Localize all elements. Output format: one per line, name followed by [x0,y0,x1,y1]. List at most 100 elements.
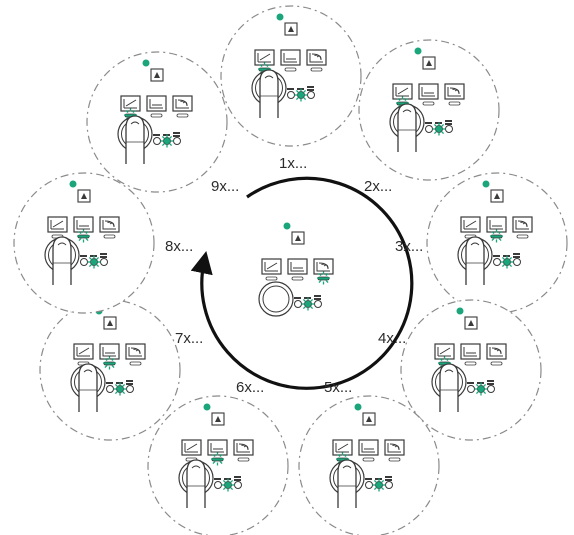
active-glow-icon [474,382,488,396]
wave-mode-icon[interactable] [125,343,146,360]
step-label-1: 1x... [279,155,307,172]
active-glow-icon [160,134,174,148]
status-led-icon [203,403,211,411]
up-arrow-button-icon[interactable] [211,412,225,426]
finger-press-icon [70,363,106,412]
step-label-7: 7x... [175,330,203,347]
step-control-panel [358,39,500,181]
step-label-6: 6x... [236,379,264,396]
constant-mode-icon[interactable] [358,439,379,456]
mode-indicator-bar [265,276,278,281]
slope-mode-icon[interactable] [47,216,68,233]
mode-indicator-bar [129,361,142,366]
status-led-icon [69,180,77,188]
step-control-panel [426,172,568,314]
wave-mode-icon[interactable] [99,216,120,233]
step-label-8: 8x... [165,238,193,255]
active-glow-icon [103,356,116,370]
step-control-panel [298,395,440,535]
active-glow-icon [221,478,235,492]
mode-indicator-bar [516,234,529,239]
up-arrow-button-icon[interactable] [362,412,376,426]
constant-mode-icon[interactable] [146,95,167,112]
dial-button-icon[interactable] [258,281,294,317]
mode-indicator-bar [284,67,297,72]
step-label-2: 2x... [364,178,392,195]
finger-press-icon [117,115,153,164]
active-glow-icon [317,271,330,285]
active-glow-icon [211,452,224,466]
up-arrow-button-icon[interactable] [464,316,478,330]
active-glow-icon [87,255,101,269]
slope-mode-icon[interactable] [73,343,94,360]
wave-mode-icon[interactable] [444,83,465,100]
finger-press-icon [389,103,425,152]
up-arrow-button-icon[interactable] [77,189,91,203]
step-label-4: 4x... [378,330,406,347]
constant-mode-icon[interactable] [418,83,439,100]
mode-indicator-bar [291,276,304,281]
finger-press-icon [457,236,493,285]
mode-indicator-bar [490,361,503,366]
mode-indicator-bar [150,113,163,118]
finger-press-icon [178,459,214,508]
status-led-icon [354,403,362,411]
wave-mode-icon[interactable] [486,343,507,360]
step-label-9: 9x... [211,178,239,195]
step-label-5: 5x... [324,379,352,396]
mode-indicator-bar [464,361,477,366]
step-control-panel [13,172,155,314]
up-arrow-button-icon[interactable] [150,68,164,82]
wave-mode-icon[interactable] [172,95,193,112]
up-arrow-button-icon[interactable] [291,231,305,245]
status-led-icon [283,222,291,230]
finger-press-icon [431,363,467,412]
active-glow-icon [432,122,446,136]
slope-mode-icon[interactable] [332,439,353,456]
mode-indicator-bar [103,234,116,239]
status-led-icon [142,59,150,67]
active-glow-icon [294,88,308,102]
status-led-icon [276,13,284,21]
active-glow-icon [372,478,386,492]
step-label-3: 3x... [395,238,423,255]
up-arrow-button-icon[interactable] [103,316,117,330]
active-glow-icon [113,382,127,396]
wave-mode-icon[interactable] [313,258,334,275]
center-control-panel [258,222,334,317]
up-arrow-button-icon[interactable] [422,56,436,70]
step-control-panel [39,299,181,441]
step-control-panel [147,395,289,535]
mode-indicator-bar [310,67,323,72]
active-glow-icon [500,255,514,269]
finger-press-icon [329,459,365,508]
constant-mode-icon[interactable] [486,216,507,233]
constant-mode-icon[interactable] [287,258,308,275]
active-glow-icon [490,229,503,243]
wave-mode-icon[interactable] [384,439,405,456]
slope-mode-icon[interactable] [460,216,481,233]
mode-indicator-bar [388,457,401,462]
constant-mode-icon[interactable] [280,49,301,66]
cycle-arrow-icon [190,176,414,390]
status-led-icon [482,180,490,188]
slope-mode-icon[interactable] [261,258,282,275]
slope-mode-icon[interactable] [181,439,202,456]
active-glow-icon [77,229,90,243]
step-control-panel [400,299,542,441]
mode-indicator-bar [422,101,435,106]
finger-press-icon [44,236,80,285]
wave-mode-icon[interactable] [306,49,327,66]
status-led-icon [414,47,422,55]
wave-mode-icon[interactable] [512,216,533,233]
up-arrow-button-icon[interactable] [284,22,298,36]
wave-mode-icon[interactable] [233,439,254,456]
mode-indicator-bar [176,113,189,118]
step-control-panel [220,5,362,147]
status-led-icon [456,307,464,315]
finger-press-icon [251,69,287,118]
up-arrow-button-icon[interactable] [490,189,504,203]
constant-mode-icon[interactable] [460,343,481,360]
mode-indicator-bar [362,457,375,462]
